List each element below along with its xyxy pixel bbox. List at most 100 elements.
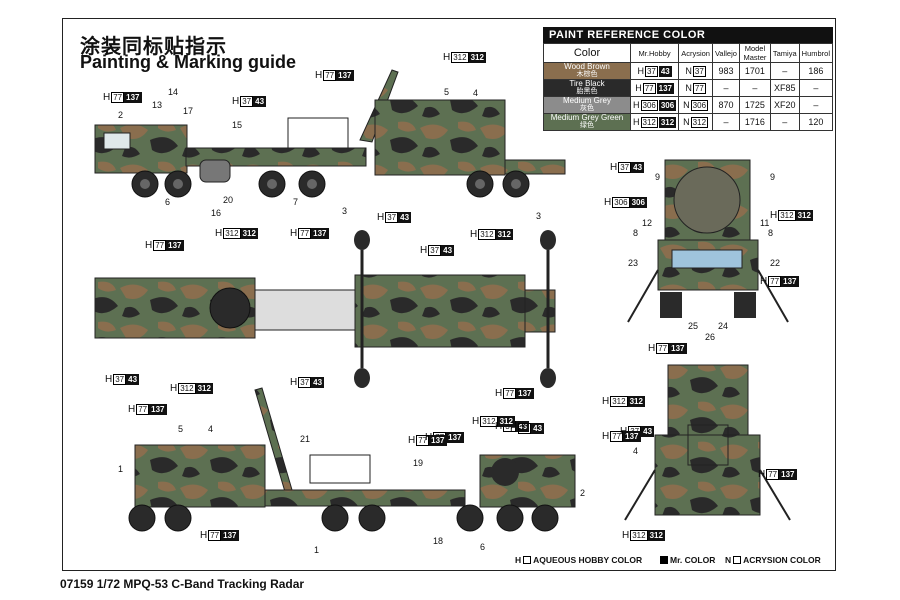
color-name: Tire Black [569, 79, 605, 88]
part-number-label: 12 [642, 218, 653, 228]
humbrol-cell: – [798, 96, 834, 114]
part-number-label: 11 [760, 218, 770, 228]
legend-hobby: H AQUEOUS HOBBY COLOR [515, 555, 642, 565]
part-number-label: 9 [770, 172, 776, 182]
model-master-cell: 1725 [738, 96, 771, 114]
part-number-label: 24 [718, 321, 729, 331]
part-number-label: 25 [688, 321, 699, 331]
part-number-label: 9 [655, 172, 661, 182]
color-name-cn: 绿色 [580, 122, 594, 129]
header-humbrol: Humbrol [798, 43, 834, 63]
front-view [627, 159, 789, 323]
model-master-cell: 1716 [738, 113, 771, 131]
color-name-cn: 木棕色 [576, 71, 598, 78]
part-number-label: 18 [433, 536, 444, 546]
legend-mr: Mr. COLOR [660, 555, 715, 565]
model-master-cell: – [738, 79, 771, 97]
vallejo-cell: – [711, 113, 740, 131]
legend-mr-box [660, 556, 668, 564]
part-number-label: 8 [768, 228, 774, 238]
part-number-label: 5 [178, 424, 184, 434]
legend-mr-label: Mr. COLOR [670, 555, 716, 565]
legend-n-letter: N [725, 555, 732, 565]
header-color: Color [543, 43, 631, 63]
part-number-label: 4 [473, 88, 479, 98]
title-english: Painting & Marking guide [80, 52, 297, 72]
paint-reference-table: PAINT REFERENCE COLOR Color Mr.Hobby Acr… [543, 27, 834, 131]
paint-table-title: PAINT REFERENCE COLOR [543, 27, 833, 43]
part-number-label: 26 [705, 332, 716, 342]
header-tamiya: Tamiya [769, 43, 800, 63]
part-number-label: 22 [770, 258, 781, 268]
header-vallejo: Vallejo [711, 43, 740, 63]
plan-view [94, 230, 556, 388]
part-number-label: 3 [342, 206, 348, 216]
legend-acrysion: N ACRYSION COLOR [725, 555, 821, 565]
humbrol-cell: – [798, 79, 834, 97]
legend-hobby-label: AQUEOUS HOBBY COLOR [533, 555, 643, 565]
side-view-bottom [128, 387, 576, 532]
part-number-label: 2 [580, 488, 586, 498]
color-name: Wood Brown [564, 62, 610, 71]
part-number-label: 6 [480, 542, 486, 552]
tamiya-cell: – [769, 62, 800, 80]
color-name: Medium Grey Green [550, 113, 624, 122]
header-acrysion: Acrysion [678, 43, 713, 63]
color-name: Medium Grey [562, 96, 611, 105]
part-number-label: 17 [183, 106, 194, 116]
vallejo-cell: 983 [711, 62, 740, 80]
part-number-label: 23 [628, 258, 639, 268]
part-number-label: 13 [152, 100, 163, 110]
legend-acrysion-label: ACRYSION COLOR [743, 555, 821, 565]
part-number-label: 1 [118, 464, 124, 474]
tamiya-cell: – [769, 113, 800, 131]
color-name-cn: 灰色 [580, 105, 594, 112]
paint-table-header: Color Mr.Hobby Acrysion Vallejo Model Ma… [543, 43, 834, 63]
title-chinese: 涂装同标贴指示 [80, 34, 227, 58]
legend-acrysion-box [733, 556, 742, 564]
part-number-label: 15 [232, 120, 243, 130]
legend-hobby-box [523, 556, 532, 564]
part-number-label: 4 [633, 446, 639, 456]
legend-h-letter: H [515, 555, 522, 565]
part-number-label: 6 [165, 197, 171, 207]
part-number-label: 3 [536, 211, 542, 221]
header-model-master: Model Master [738, 43, 771, 63]
humbrol-cell: 186 [798, 62, 834, 80]
part-number-label: 4 [208, 424, 214, 434]
